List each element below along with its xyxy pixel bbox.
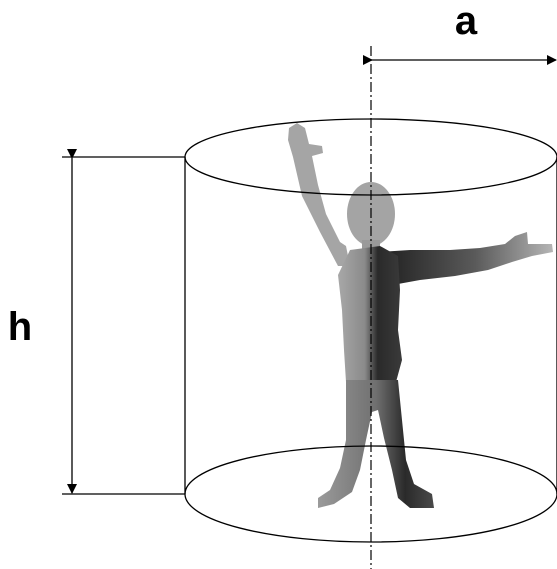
outstretched-arm xyxy=(380,232,553,284)
legs xyxy=(318,380,434,508)
radius-label: a xyxy=(455,0,478,43)
raised-arm xyxy=(288,123,350,266)
human-figure xyxy=(288,123,553,508)
radius-dimension: a xyxy=(363,0,557,65)
torso xyxy=(338,246,402,382)
height-label: h xyxy=(8,305,32,349)
height-dimension: h xyxy=(8,149,185,495)
